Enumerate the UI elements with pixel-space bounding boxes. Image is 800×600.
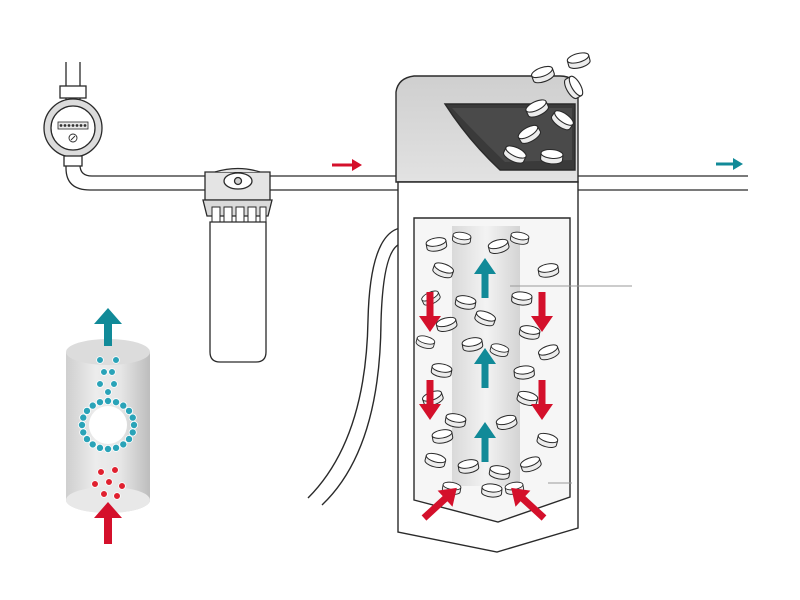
meter-digits [59,124,87,127]
ion-dot [100,368,108,376]
tablet [461,337,484,352]
ion-dot [95,398,104,407]
ion-dot [112,398,121,407]
tablet [457,459,480,474]
hard-down-arrow [531,292,553,332]
tablet [518,325,541,340]
ion-dot [104,396,113,405]
ion-dot [79,413,88,422]
ion-dot [104,388,112,396]
soft-up-arrow [474,258,496,298]
softener [307,75,632,553]
tablet [503,145,527,164]
tablet [424,452,447,468]
water-meter [43,85,103,167]
inlet-arrow [332,159,362,171]
hard-inlet-diagonal-arrow [421,487,457,521]
ion-dot [128,413,137,422]
tablet [511,291,533,306]
ion-dot [108,368,116,376]
pre-filter [202,167,273,363]
ion-dot [97,468,105,476]
ion-dot [119,401,128,410]
ion-core [89,406,127,444]
ion-dot [105,478,113,486]
ion-dot [82,435,91,444]
ion-dot [104,444,113,453]
ion-dot [110,380,118,388]
tablet [435,316,458,332]
ion-dot [118,482,126,490]
ion-dot [96,380,104,388]
hard-down-arrow [531,380,553,420]
ion-dot [111,466,119,474]
hard-down-arrow [419,292,441,332]
tank-flow-arrows [419,258,553,521]
tablet [509,231,530,245]
tablet [489,343,510,357]
ion-dot [100,490,108,498]
tablet [474,310,496,327]
tablet [537,263,560,278]
tablet [454,295,477,310]
tablet [550,110,574,131]
tablet [540,148,564,165]
tablet [564,75,584,100]
tablet [536,432,559,448]
ion-particles [78,356,138,500]
tablet [481,483,503,498]
tablet [425,237,448,252]
tablet [444,413,467,428]
tablet [517,124,542,144]
ion-dot [119,440,128,449]
hard-water-up-arrow [94,502,122,544]
ion-dot [78,420,87,429]
tablet [415,335,436,349]
hard-down-arrow [419,380,441,420]
tablet [495,414,518,430]
salt-tablets [503,52,591,165]
ion-dot [88,440,97,449]
ion-dot [79,428,88,437]
resin-column [66,308,150,544]
tablet [513,365,535,380]
soft-up-arrow [474,348,496,388]
ion-dot [112,443,121,452]
tablet [531,65,555,84]
ion-dot [82,406,91,415]
tablet [488,465,511,480]
ion-dot [125,435,134,444]
soft-water-up-arrow [94,308,122,346]
tablet [566,52,591,69]
ion-dot [112,356,120,364]
ion-dot [113,492,121,500]
tablet [525,99,549,118]
outlet-arrow [716,158,743,170]
tablet [431,429,454,444]
hard-inlet-diagonal-arrow [511,487,547,521]
resin-tablets [415,231,560,498]
tablet [432,262,454,279]
ion-dot [91,480,99,488]
ion-dot [125,406,134,415]
ion-dot [128,428,137,437]
tablet [430,363,453,378]
soft-up-arrow [474,422,496,462]
ion-dot [95,443,104,452]
tablet [487,238,510,254]
tablet [538,344,560,361]
tablet [520,456,542,473]
ion-dot [88,401,97,410]
ion-dot [96,356,104,364]
ion-dot [129,420,138,429]
tablet [452,231,472,245]
